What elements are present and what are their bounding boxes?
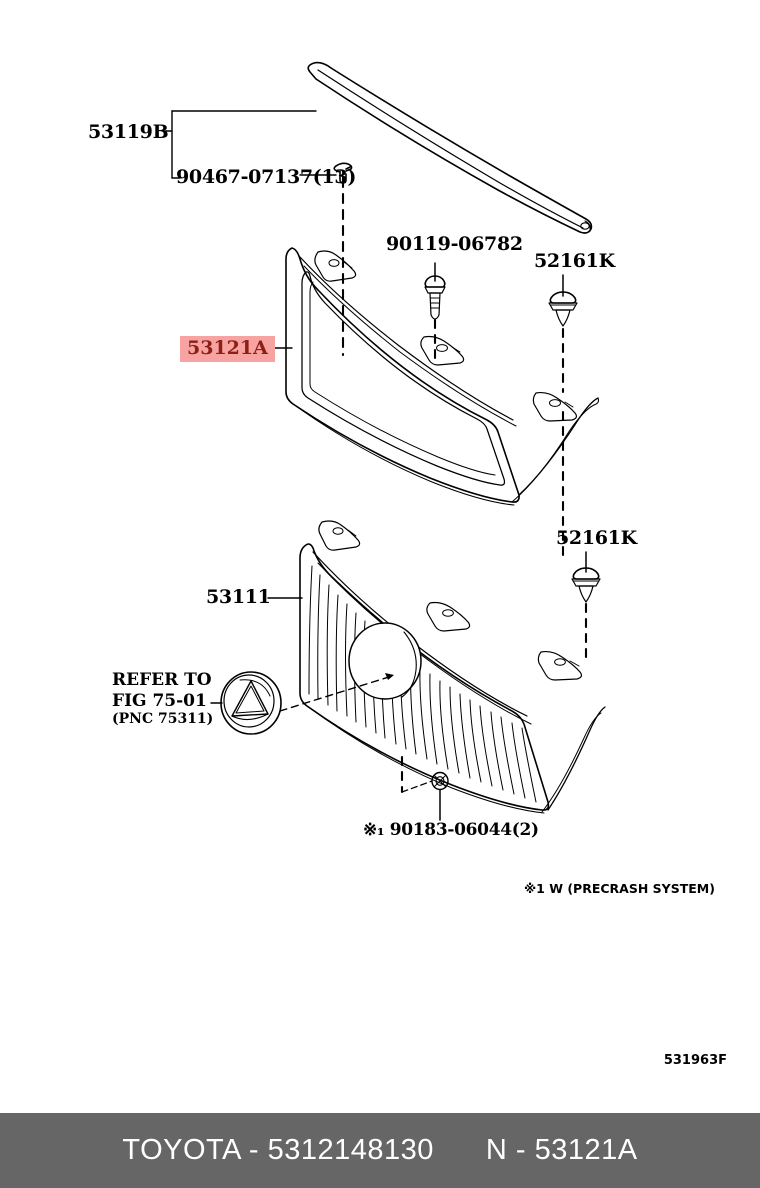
footer-brand-part: TOYOTA - 5312148130 bbox=[122, 1134, 434, 1166]
label-90183-06044: ※₁ 90183-06044(2) bbox=[363, 820, 539, 840]
footer-code-part: N - 53121A bbox=[485, 1134, 638, 1166]
part-52161k-upper-clip bbox=[548, 291, 578, 327]
refer-line-1: REFER TO bbox=[112, 670, 212, 690]
refer-to-block: REFER TO FIG 75-01 (PNC 75311) bbox=[112, 670, 213, 729]
label-90467-07137: 90467-07137(13) bbox=[176, 166, 357, 188]
footnote-precrash: ※1 W (PRECRASH SYSTEM) bbox=[524, 881, 715, 896]
figure-code: 531963F bbox=[663, 1053, 727, 1068]
refer-line-2: FIG 75-01 bbox=[112, 690, 207, 711]
label-53111: 53111 bbox=[206, 586, 271, 608]
leader-emblem-to-grille bbox=[279, 675, 393, 712]
part-90119-bolt bbox=[424, 275, 446, 320]
label-53119b: 53119B bbox=[88, 121, 169, 143]
part-52161k-lower-clip bbox=[571, 567, 601, 603]
label-53121a-highlighted: 53121A bbox=[180, 336, 275, 362]
grille-slats bbox=[308, 565, 537, 803]
refer-line-3: (PNC 75311) bbox=[112, 711, 214, 728]
grille-emblem-cutout bbox=[348, 622, 422, 700]
footer-bar: TOYOTA - 5312148130 N - 53121A bbox=[0, 1113, 760, 1188]
part-53121a-surround bbox=[285, 247, 600, 506]
leader-nut-dash bbox=[401, 780, 433, 793]
part-53119b-molding bbox=[307, 61, 593, 234]
lexus-emblem bbox=[220, 671, 282, 735]
label-52161k-lower: 52161K bbox=[556, 527, 637, 549]
label-52161k-upper: 52161K bbox=[534, 250, 615, 272]
leader-53119b bbox=[161, 110, 317, 179]
label-90119-06782: 90119-06782 bbox=[386, 233, 523, 255]
